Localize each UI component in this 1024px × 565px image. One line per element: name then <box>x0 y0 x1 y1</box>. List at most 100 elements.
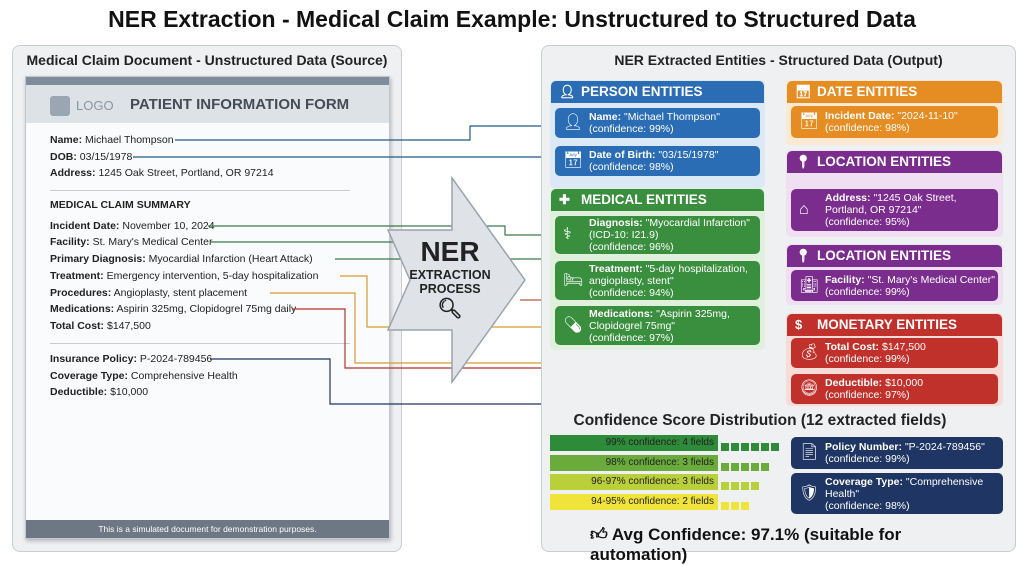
document-field: Medications: Aspirin 325mg, Clopidogrel … <box>50 303 296 315</box>
monetary-entities-item[interactable]: 💰︎Total Cost: $147,500(confidence: 99%) <box>791 338 998 368</box>
field-value: Michael Thompson <box>85 134 174 146</box>
confidence-square <box>771 443 779 451</box>
monetary-item-icon: 🪙︎ <box>799 380 820 397</box>
medical-entities-item[interactable]: 💊︎ Medications: "Aspirin 325mg, Clopidogr… <box>555 306 760 345</box>
entity-text: Medications: "Aspirin 325mg, Clopidogrel… <box>589 308 760 332</box>
confidence-bar: 96-97% confidence: 3 fields <box>550 474 718 490</box>
entity-text: Coverage Type: "Comprehensive Health" <box>825 476 1003 500</box>
person-entities-item[interactable]: 👤︎Name: "Michael Thompson"(confidence: 9… <box>555 108 760 138</box>
field-label: Coverage Type: <box>50 370 128 382</box>
document-field: Total Cost: $147,500 <box>50 320 151 332</box>
field-value: Comprehensive Health <box>130 370 238 382</box>
entity-text: Deductible: $10,000 <box>825 377 998 389</box>
field-value: P-2024-789456 <box>139 353 213 365</box>
ner-process: NER EXTRACTION PROCESS 🔍︎ <box>395 236 505 321</box>
document-footer: This is a simulated document for demonst… <box>26 520 389 538</box>
date-entities-header: 📅︎ DATE ENTITIES <box>787 81 1002 103</box>
entity-value: $147,500 <box>881 341 926 353</box>
entity-text: Address: "1245 Oak Street, Portland, OR … <box>825 192 998 216</box>
entity-text: Diagnosis: "Myocardial Infarction" (ICD-… <box>589 217 760 241</box>
entity-label: Coverage Type: <box>825 475 903 488</box>
group-title: MEDICAL ENTITIES <box>581 192 707 207</box>
medical-entities-item[interactable]: ⚕︎Diagnosis: "Myocardial Infarction" (IC… <box>555 216 760 254</box>
entity-value: "1245 Oak Street, Portland, OR 97214" <box>825 192 957 216</box>
entity-label: Address: <box>825 192 871 204</box>
entity-label: Incident Date: <box>825 110 895 122</box>
field-label: Procedures: <box>50 287 112 299</box>
process-line3: PROCESS <box>419 282 481 296</box>
entity-value: "Aspirin 325mg, Clopidogrel 75mg" <box>589 307 730 332</box>
coverage-type-item[interactable]: 🛡︎ Coverage Type: "Comprehensive Health"(… <box>791 473 1003 514</box>
policy-number-item[interactable]: 📄︎Policy Number: "P-2024-789456"(confide… <box>791 437 1003 469</box>
field-label: Insurance Policy: <box>50 353 137 365</box>
document-field: Coverage Type: Comprehensive Health <box>50 370 238 382</box>
entity-label: Deductible: <box>825 377 883 389</box>
entity-confidence: (confidence: 98%) <box>825 499 910 512</box>
person-item-icon: 📅︎ <box>563 152 584 169</box>
confidence-square <box>741 443 749 451</box>
confidence-square <box>741 501 749 510</box>
confidence-square <box>731 462 739 471</box>
monetary-header-icon: $ <box>795 317 803 332</box>
logo-text: LOGO <box>76 98 114 113</box>
location-entities-facility-item[interactable]: 🏥︎Facility: "St. Mary's Medical Center"(… <box>791 270 998 301</box>
field-label: DOB: <box>50 151 77 163</box>
confidence-square <box>751 443 759 451</box>
location1-item-icon: ⌂ <box>799 201 809 218</box>
entity-confidence: (confidence: 99%) <box>589 123 674 135</box>
field-label: Deductible: <box>50 386 108 398</box>
confidence-squares <box>721 497 751 515</box>
confidence-square <box>761 462 769 471</box>
document-field: Address: 1245 Oak Street, Portland, OR 9… <box>50 167 274 179</box>
entity-value: "Michael Thompson" <box>624 111 721 123</box>
medical-header-icon: ✚ <box>559 192 570 207</box>
form-title: PATIENT INFORMATION FORM <box>130 96 350 113</box>
document-field: Treatment: Emergency intervention, 5-day… <box>50 270 318 282</box>
entity-label: Treatment: <box>589 262 643 275</box>
entity-text: Policy Number: "P-2024-789456" <box>825 441 1003 453</box>
confidence-square <box>741 482 749 490</box>
policy-number-icon: 📄︎ <box>799 444 820 461</box>
entity-confidence: (confidence: 97%) <box>825 389 910 401</box>
entity-value: "2024-11-10" <box>897 110 958 122</box>
confidence-square <box>751 482 759 490</box>
location1-header-icon: 📍︎ <box>795 154 812 169</box>
date-item-icon: 📅︎ <box>799 113 820 130</box>
document-field: Incident Date: November 10, 2024 <box>50 220 215 232</box>
field-label: Primary Diagnosis: <box>50 253 146 265</box>
group-title: MONETARY ENTITIES <box>817 317 958 332</box>
group-title: DATE ENTITIES <box>817 84 918 99</box>
confidence-square <box>731 501 739 510</box>
entity-text: Total Cost: $147,500 <box>825 341 998 353</box>
date-entities-item[interactable]: 📅︎ Incident Date: "2024-11-10"(confidence… <box>791 106 998 138</box>
magnifier-icon: 🔍︎ <box>437 298 463 320</box>
location2-item-icon: 🏥︎ <box>799 276 820 294</box>
source-panel-title: Medical Claim Document - Unstructured Da… <box>26 52 388 68</box>
connector-incident <box>208 225 548 236</box>
entity-confidence: (confidence: 98%) <box>825 122 910 134</box>
person-entities-item[interactable]: 📅︎Date of Birth: "03/15/1978"(confidence… <box>555 146 760 176</box>
coverage-type-icon: 🛡︎ <box>799 484 820 502</box>
medical-entities-item[interactable]: 🛏︎Treatment: "5-day hospitalization, ang… <box>555 261 760 300</box>
confidence-bar: 99% confidence: 4 fields <box>550 435 718 451</box>
entity-value: "Myocardial Infarction" (ICD-10: I21.9) <box>589 217 750 241</box>
date-header-icon: 📅︎ <box>795 84 812 99</box>
entity-label: Medications: <box>589 307 654 320</box>
entity-confidence: (confidence: 96%) <box>589 241 674 253</box>
process-line1: NER <box>420 236 480 267</box>
entity-text: Facility: "St. Mary's Medical Center" <box>825 274 998 286</box>
group-title: LOCATION ENTITIES <box>817 248 951 263</box>
field-value: 1245 Oak Street, Portland, OR 97214 <box>98 167 274 179</box>
confidence-title: Confidence Score Distribution (12 extrac… <box>573 412 947 429</box>
group-title: LOCATION ENTITIES <box>817 154 951 169</box>
entity-confidence: (confidence: 95%) <box>825 216 910 228</box>
confidence-bar: 94-95% confidence: 2 fields <box>550 493 718 510</box>
entity-text: Treatment: "5-day hospitalization, angio… <box>589 263 760 287</box>
claim-document: LOGO PATIENT INFORMATION FORM Name: Mich… <box>25 76 390 539</box>
medical-item-icon: 💊︎ <box>563 316 584 334</box>
monetary-entities-item[interactable]: 🪙︎ Deductible: $10,000(confidence: 97%) <box>791 374 998 404</box>
entity-confidence: (confidence: 99%) <box>825 353 910 365</box>
location-entities-address-item[interactable]: ⌂ Address: "1245 Oak Street, Portland, OR… <box>791 189 998 231</box>
confidence-square <box>721 443 729 451</box>
field-label: Facility: <box>50 236 90 248</box>
